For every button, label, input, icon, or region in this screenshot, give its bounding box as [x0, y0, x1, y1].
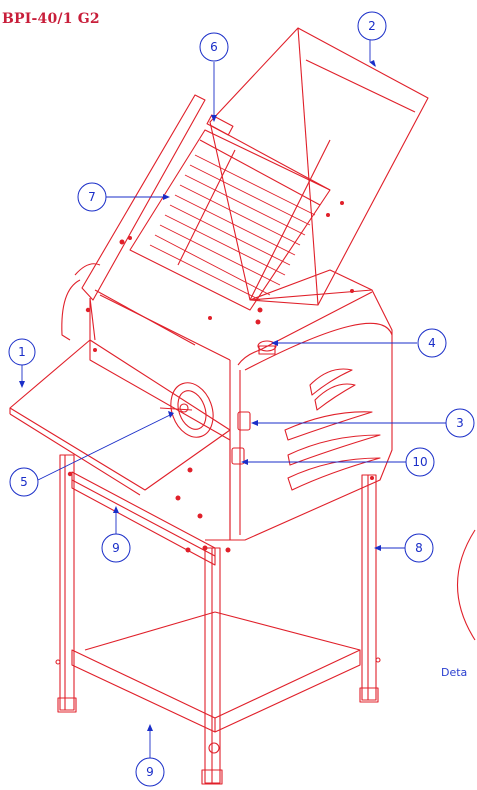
- callout-label-9a: 9: [112, 541, 120, 555]
- callout-label-5: 5: [20, 475, 28, 489]
- callout-label-7: 7: [88, 190, 96, 204]
- front-tray: [9, 263, 231, 496]
- callout-9b: [135, 757, 165, 787]
- callout-8: [404, 533, 434, 563]
- controls: [231, 340, 277, 465]
- callout-label-9b: 9: [146, 765, 154, 779]
- callout-label-2: 2: [368, 19, 376, 33]
- callout-label-1: 1: [18, 345, 26, 359]
- callout-label-4: 4: [428, 336, 436, 350]
- callout-label-3: 3: [456, 416, 464, 430]
- callout-label-10: 10: [412, 455, 427, 469]
- leader-5: [37, 414, 171, 481]
- conveyor: [81, 94, 331, 311]
- callout-6: [199, 32, 229, 62]
- callout-label-8: 8: [415, 541, 423, 555]
- callout-9a: [101, 533, 131, 563]
- callout-2: [357, 11, 387, 41]
- handwheel: [159, 382, 214, 438]
- callout-1: [8, 338, 36, 366]
- callout-5: [9, 467, 39, 497]
- detail-arc: [456, 529, 476, 641]
- callout-4: [417, 328, 447, 358]
- stand: [55, 454, 381, 785]
- callout-3: [445, 408, 475, 438]
- housing: [89, 269, 393, 541]
- drawing-title: BPI-40/1 G2: [2, 11, 100, 27]
- callout-7: [77, 182, 107, 212]
- detail-label: Deta: [441, 666, 468, 679]
- callout-label-6: 6: [210, 40, 218, 54]
- hopper: [209, 27, 429, 306]
- callout-10: [405, 447, 435, 477]
